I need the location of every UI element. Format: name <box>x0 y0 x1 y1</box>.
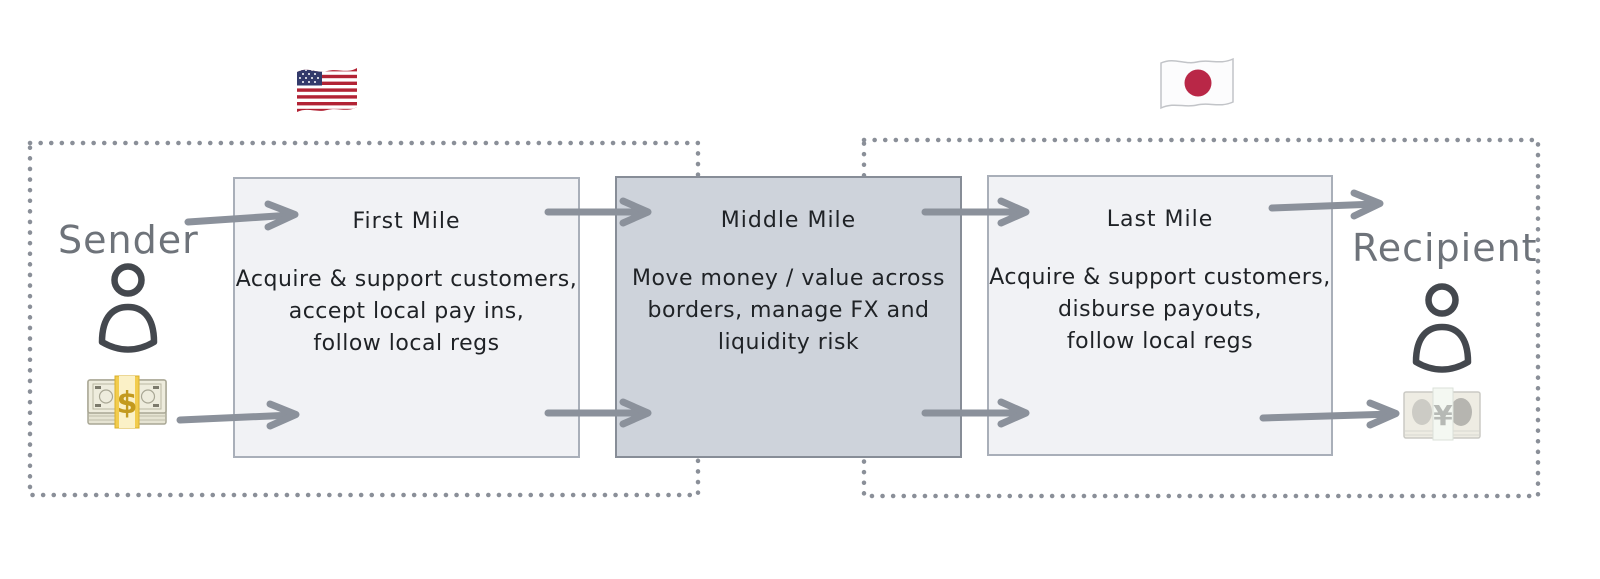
last-mile-title: Last Mile <box>1106 207 1214 232</box>
last-mile-box: Last Mile Acquire & support customers, d… <box>987 175 1333 456</box>
us-flag-icon <box>297 68 357 112</box>
middle-mile-line-3: liquidity risk <box>717 330 860 355</box>
first-mile-box: First Mile Acquire & support customers, … <box>233 177 580 458</box>
last-mile-line-2: disburse payouts, <box>1058 297 1262 322</box>
last-mile-description: Acquire & support customers, disburse pa… <box>989 262 1331 358</box>
sender-label: Sender <box>58 218 199 262</box>
dollar-banknotes-icon: $ <box>87 375 167 429</box>
recipient-person-icon <box>1412 283 1472 373</box>
last-mile-line-1: Acquire & support customers, <box>989 265 1331 290</box>
yen-symbol: ¥ <box>1433 399 1453 432</box>
dollar-symbol: $ <box>117 386 138 421</box>
middle-mile-line-1: Move money / value across <box>632 266 945 291</box>
first-mile-line-3: follow local regs <box>313 331 500 356</box>
first-mile-title: First Mile <box>352 209 461 234</box>
middle-mile-description: Move money / value across borders, manag… <box>632 263 945 359</box>
middle-mile-box: Middle Mile Move money / value across bo… <box>615 176 962 458</box>
first-mile-line-1: Acquire & support customers, <box>235 267 578 292</box>
middle-mile-line-2: borders, manage FX and <box>647 298 930 323</box>
sender-person-icon <box>98 263 158 353</box>
recipient-label: Recipient <box>1352 226 1538 270</box>
japan-flag-icon <box>1160 57 1234 110</box>
first-mile-line-2: accept local pay ins, <box>288 299 525 324</box>
last-mile-line-3: follow local regs <box>1066 329 1254 354</box>
middle-mile-title: Middle Mile <box>720 208 857 233</box>
first-mile-description: Acquire & support customers, accept loca… <box>236 264 578 360</box>
yen-banknotes-icon: ¥ <box>1403 387 1481 441</box>
